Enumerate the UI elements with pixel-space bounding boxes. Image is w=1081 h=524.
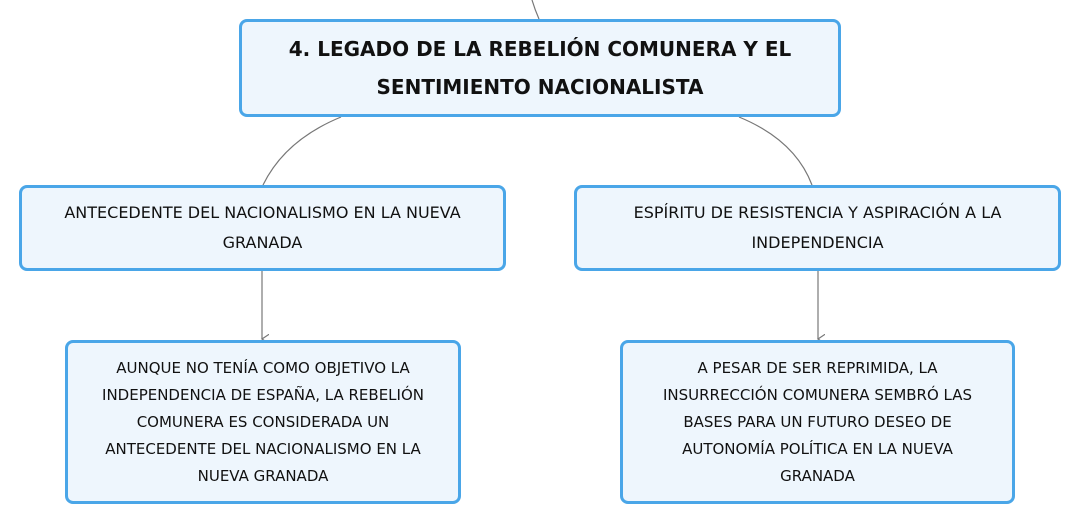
right-subtopic-line: INDEPENDENCIA (751, 233, 884, 252)
right-subtopic-node[interactable]: ESPÍRITU DE RESISTENCIA Y ASPIRACIÓN A L… (574, 185, 1061, 271)
left-subtopic-line: ANTECEDENTE DEL NACIONALISMO EN LA NUEVA (64, 203, 461, 222)
left-detail-line: INDEPENDENCIA DE ESPAÑA, LA REBELIÓN (102, 385, 424, 404)
right-detail-node[interactable]: A PESAR DE SER REPRIMIDA, LA INSURRECCIÓ… (620, 340, 1015, 504)
left-subtopic-text: ANTECEDENTE DEL NACIONALISMO EN LA NUEVA… (64, 198, 460, 258)
connector-root-to-left (262, 116, 342, 186)
connector-to-root (531, 0, 540, 20)
right-detail-text: A PESAR DE SER REPRIMIDA, LA INSURRECCIÓ… (663, 355, 972, 490)
left-subtopic-line: GRANADA (222, 233, 303, 252)
left-detail-line: COMUNERA ES CONSIDERADA UN (136, 412, 390, 431)
right-subtopic-line: ESPÍRITU DE RESISTENCIA Y ASPIRACIÓN A L… (633, 203, 1002, 222)
right-detail-line: INSURRECCIÓN COMUNERA SEMBRÓ LAS (662, 385, 973, 404)
right-detail-line: A PESAR DE SER REPRIMIDA, LA (697, 358, 938, 377)
root-topic-line: SENTIMIENTO NACIONALISTA (376, 75, 704, 99)
left-detail-line: NUEVA GRANADA (197, 466, 329, 485)
root-topic-line: 4. LEGADO DE LA REBELIÓN COMUNERA Y EL (288, 37, 792, 61)
left-subtopic-node[interactable]: ANTECEDENTE DEL NACIONALISMO EN LA NUEVA… (19, 185, 506, 271)
root-topic-node[interactable]: 4. LEGADO DE LA REBELIÓN COMUNERA Y EL S… (239, 19, 841, 117)
right-detail-line: GRANADA (780, 466, 855, 485)
left-detail-line: ANTECEDENTE DEL NACIONALISMO EN LA (105, 439, 421, 458)
left-detail-line: AUNQUE NO TENÍA COMO OBJETIVO LA (116, 358, 410, 377)
left-detail-node[interactable]: AUNQUE NO TENÍA COMO OBJETIVO LA INDEPEN… (65, 340, 461, 504)
right-detail-line: BASES PARA UN FUTURO DESEO DE (683, 412, 952, 431)
root-topic-text: 4. LEGADO DE LA REBELIÓN COMUNERA Y EL S… (289, 30, 792, 106)
connector-root-to-right (738, 116, 813, 186)
left-detail-text: AUNQUE NO TENÍA COMO OBJETIVO LA INDEPEN… (102, 355, 424, 490)
right-detail-line: AUTONOMÍA POLÍTICA EN LA NUEVA (682, 439, 953, 458)
right-subtopic-text: ESPÍRITU DE RESISTENCIA Y ASPIRACIÓN A L… (634, 198, 1002, 258)
